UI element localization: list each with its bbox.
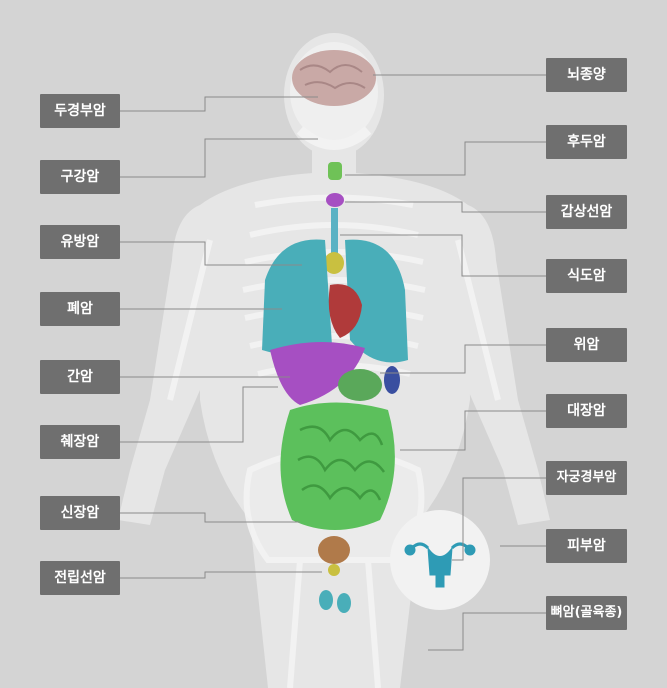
label-larynx-cancer: 후두암 xyxy=(546,125,627,159)
uterus-icon xyxy=(404,542,476,588)
stomach-organ xyxy=(338,369,382,401)
bladder xyxy=(318,536,350,564)
label-skin-cancer: 피부암 xyxy=(546,529,627,563)
thyroid-organ xyxy=(326,193,344,207)
liver xyxy=(270,341,365,405)
label-kidney-cancer: 신장암 xyxy=(40,496,120,530)
right-lung xyxy=(262,239,332,355)
testis-left xyxy=(319,590,333,610)
trachea xyxy=(331,208,338,258)
label-bone-cancer: 뼈암(골육종) xyxy=(546,596,627,630)
leader-lines xyxy=(120,74,546,651)
label-brain-tumor: 뇌종양 xyxy=(546,58,627,92)
heart xyxy=(328,284,362,338)
left-lung xyxy=(345,239,408,363)
label-head-neck-cancer: 두경부암 xyxy=(40,94,120,128)
brain xyxy=(292,50,376,106)
label-esophagus-cancer: 식도암 xyxy=(546,259,627,293)
label-stomach-cancer: 위암 xyxy=(546,328,627,362)
prostate-organ xyxy=(328,564,340,576)
thyroid-gland xyxy=(324,252,344,274)
intestine-folds xyxy=(297,425,386,501)
label-oral-cancer: 구강암 xyxy=(40,160,120,194)
label-cervical-cancer: 자궁경부암 xyxy=(546,461,627,495)
testis-right xyxy=(337,593,351,613)
label-liver-cancer: 간암 xyxy=(40,360,120,394)
label-thyroid-cancer: 갑상선암 xyxy=(546,195,627,229)
spleen xyxy=(384,366,400,394)
larynx xyxy=(328,162,342,180)
label-breast-cancer: 유방암 xyxy=(40,225,120,259)
label-prostate-cancer: 전립선암 xyxy=(40,561,120,595)
label-pancreas-cancer: 췌장암 xyxy=(40,425,120,459)
label-lung-cancer: 폐암 xyxy=(40,292,120,326)
label-colon-cancer: 대장암 xyxy=(546,394,627,428)
